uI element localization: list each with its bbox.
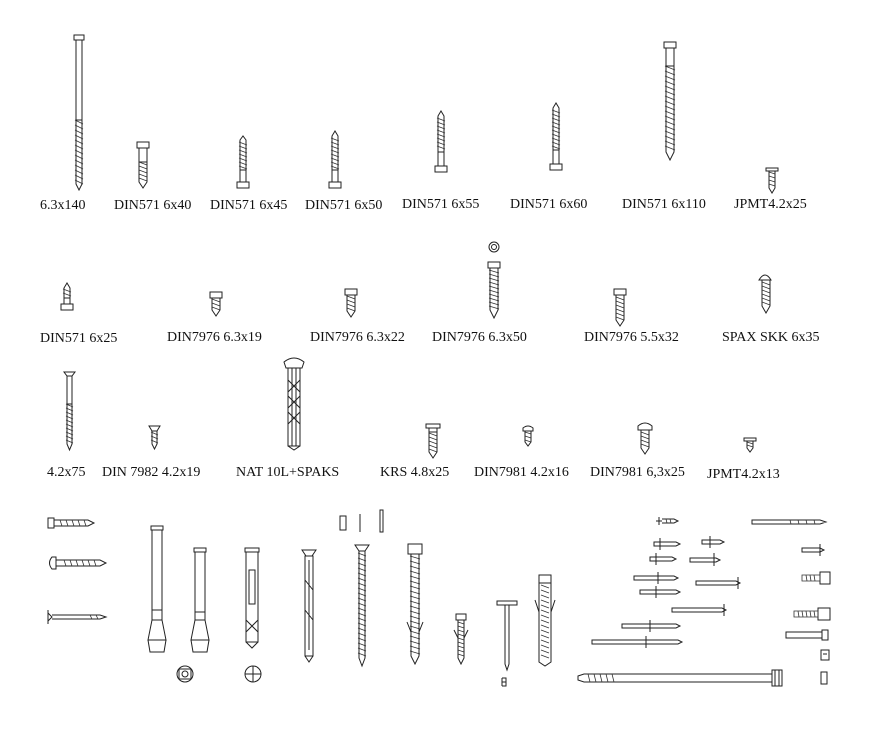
screw-din7976-5.5x32 xyxy=(613,288,627,327)
frame-dowel xyxy=(534,574,556,667)
screw-din7976-6.3x50 xyxy=(487,241,501,320)
small-plug-screw xyxy=(453,613,469,666)
screw-din571-6x40 xyxy=(136,141,150,189)
screw-krs-4.8x25 xyxy=(425,423,441,459)
screw-din571-6x50 xyxy=(328,130,342,189)
label: JPMT4.2x13 xyxy=(707,467,780,482)
screw-din7976-6.3x19 xyxy=(209,291,223,317)
anchor-bolts xyxy=(147,525,262,683)
screw-din571-6x55 xyxy=(434,110,448,173)
label: DIN7976 6.3x50 xyxy=(432,330,527,345)
screw-4.2x75 xyxy=(63,371,76,452)
anchor-nat10l-spaks xyxy=(283,357,305,451)
row3-labels: 4.2x75 DIN 7982 4.2x19 NAT 10L+SPAKS KRS… xyxy=(47,465,780,482)
screw-6.3x140 xyxy=(73,34,85,192)
label: DIN571 6x25 xyxy=(40,331,117,346)
screw-din7981-6.3x25 xyxy=(637,422,653,455)
label: DIN7981 4.2x16 xyxy=(474,465,569,480)
screw-din7981-4.2x16 xyxy=(522,425,534,447)
label: 4.2x75 xyxy=(47,465,86,480)
screw-din571-6x25 xyxy=(60,282,74,311)
screw-din7976-6.3x22 xyxy=(344,288,358,318)
label: DIN7976 6.3x22 xyxy=(310,330,405,345)
label: DIN7981 6,3x25 xyxy=(590,465,685,480)
screw-jpmt4.2x25 xyxy=(765,167,779,194)
label: DIN571 6x60 xyxy=(510,197,587,212)
label: DIN7976 5.5x32 xyxy=(584,330,679,345)
label: DIN571 6x45 xyxy=(210,198,287,213)
row2-labels: DIN571 6x25 DIN7976 6.3x19 DIN7976 6.3x2… xyxy=(40,330,820,346)
label: 6.3x140 xyxy=(40,198,86,213)
label: DIN 7982 4.2x19 xyxy=(102,465,200,480)
label: JPMT4.2x25 xyxy=(734,197,807,212)
screw-din571-6x110 xyxy=(663,41,677,162)
screw-din571-6x45 xyxy=(236,135,250,189)
horizontal-screws-left xyxy=(47,517,108,624)
screw-spax-skk-6x35 xyxy=(758,274,772,315)
label: DIN571 6x110 xyxy=(622,197,706,212)
horizontal-screws-right xyxy=(577,517,831,687)
label: KRS 4.8x25 xyxy=(380,465,449,480)
screw-din571-6x60 xyxy=(549,102,563,171)
label: DIN7976 6.3x19 xyxy=(167,330,262,345)
label: DIN571 6x50 xyxy=(305,198,382,213)
frame-anchors xyxy=(301,509,384,668)
label: DIN571 6x40 xyxy=(114,198,191,213)
label: DIN571 6x55 xyxy=(402,197,479,212)
row1-labels: 6.3x140 DIN571 6x40 DIN571 6x45 DIN571 6… xyxy=(40,197,807,213)
label: NAT 10L+SPAKS xyxy=(236,465,339,480)
screw-din7982-4.2x19 xyxy=(148,425,161,451)
screw-jpmt4.2x13 xyxy=(743,437,757,453)
label: SPAX SKK 6x35 xyxy=(722,330,820,345)
nail xyxy=(496,600,518,687)
hex-screw-with-plug xyxy=(406,543,424,666)
